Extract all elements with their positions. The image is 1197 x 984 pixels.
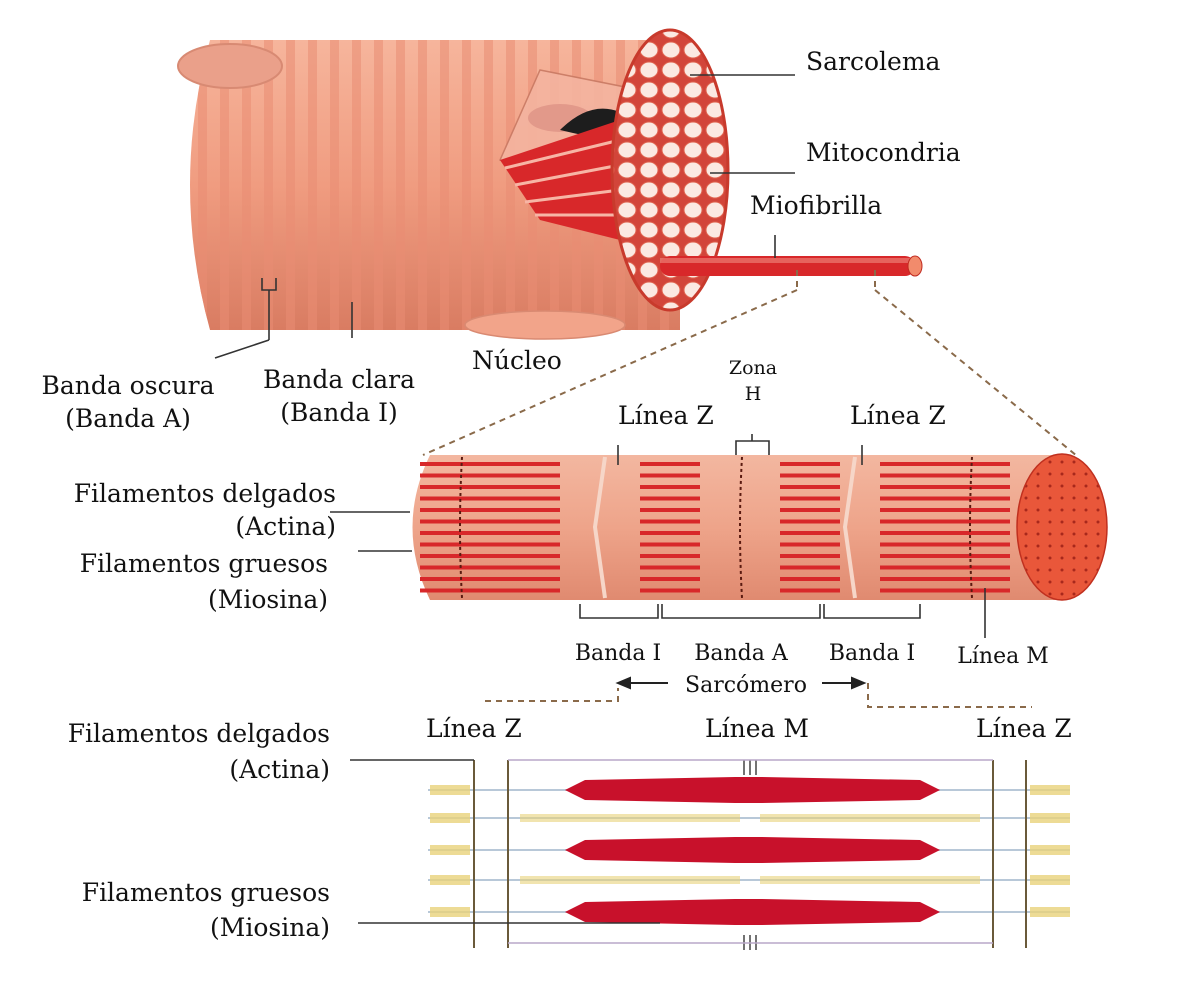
label-linea-m-mid: Línea M (948, 643, 1058, 671)
myofibril-striation (640, 543, 700, 547)
label-thin-filaments: Filamentos delgados (20, 478, 336, 509)
label-banda-oscura: Banda oscura (28, 370, 228, 401)
myofibril-striation (640, 462, 700, 466)
actin-segment (760, 876, 980, 884)
actin-segment (1030, 813, 1070, 823)
actin-segment (430, 907, 470, 917)
myofibril-striation (780, 485, 840, 489)
label-thick-filaments: Filamentos gruesos (20, 548, 328, 579)
myofibril-striation (420, 474, 560, 478)
label-linea-z-right: Línea Z (850, 400, 946, 431)
label-banda-i-right: Banda I (820, 640, 924, 668)
label-bottom-actina: (Actina) (20, 754, 330, 785)
actin-segment (760, 814, 980, 822)
actin-segment (1030, 785, 1070, 795)
label-bottom-linea-z-right: Línea Z (976, 713, 1072, 744)
myofibril-striation (640, 589, 700, 593)
label-zona: Zona (728, 357, 778, 381)
label-bottom-thick-filaments: Filamentos gruesos (20, 877, 330, 908)
myofibril-striation (780, 520, 840, 524)
label-nucleo: Núcleo (472, 345, 562, 376)
label-zona-h: H (728, 383, 778, 407)
myofibril-striation (640, 531, 700, 535)
label-mitocondria: Mitocondria (806, 137, 961, 168)
myofibril-striation (780, 577, 840, 581)
myofibril-striation (880, 577, 1010, 581)
myosin-filament (565, 777, 940, 803)
myofibril-striation (640, 508, 700, 512)
myofibril-striation (780, 474, 840, 478)
actin-segment (1030, 875, 1070, 885)
myosin-filament (565, 837, 940, 863)
label-sarcolema: Sarcolema (806, 46, 940, 77)
actin-segment (430, 813, 470, 823)
myofibril-striation (880, 554, 1010, 558)
label-miofibrilla: Miofibrilla (750, 190, 882, 221)
myofibril-striation (780, 589, 840, 593)
myofibril-striation (420, 566, 560, 570)
myofibril-striation (880, 589, 1010, 593)
myofibril-striation (880, 566, 1010, 570)
myofibril-striation (420, 508, 560, 512)
myofibril-striation (640, 554, 700, 558)
myofibril-striation (420, 520, 560, 524)
myofibril-striation (780, 462, 840, 466)
myofibril-striation (880, 508, 1010, 512)
label-miosina: (Miosina) (20, 584, 328, 615)
label-sarcomero: Sarcómero (676, 672, 816, 700)
label-bottom-thin-filaments: Filamentos delgados (20, 718, 330, 749)
myofibril-striation (880, 462, 1010, 466)
myofibril-striation (780, 554, 840, 558)
myofibril-striation (640, 497, 700, 501)
label-bottom-linea-z-left: Línea Z (426, 713, 522, 744)
myofibril-striation (780, 543, 840, 547)
myofibril-striation (420, 485, 560, 489)
myofibril-striation (880, 485, 1010, 489)
label-banda-i-left: Banda I (566, 640, 670, 668)
myofibril-striation (780, 508, 840, 512)
myofibril-striation (640, 474, 700, 478)
label-bottom-linea-m: Línea M (705, 713, 809, 744)
myofibril-striation (880, 531, 1010, 535)
myofibril-striation (420, 531, 560, 535)
myofibril-striation (780, 566, 840, 570)
actin-segment (1030, 845, 1070, 855)
myofibril-striation (880, 497, 1010, 501)
actin-segment (430, 845, 470, 855)
label-bottom-miosina: (Miosina) (20, 912, 330, 943)
myofibril-striation (880, 474, 1010, 478)
myofibril-striation (880, 520, 1010, 524)
myofibril-striation (420, 589, 560, 593)
myofibril-striation (640, 577, 700, 581)
myofibril-striation (640, 485, 700, 489)
myosin-filament (565, 899, 940, 925)
myofibril-striation (640, 566, 700, 570)
myofibril-striation (640, 520, 700, 524)
myofibril-striation (880, 543, 1010, 547)
label-banda-a: Banda A (686, 640, 796, 668)
label-banda-a-paren: (Banda A) (28, 403, 228, 434)
actin-segment (520, 876, 740, 884)
myofibril-striation (420, 543, 560, 547)
myofibril-striation (420, 497, 560, 501)
actin-segment (1030, 907, 1070, 917)
sarcomere (428, 760, 1070, 950)
myofibril-striation (420, 577, 560, 581)
label-banda-i-paren: (Banda I) (260, 397, 418, 428)
actin-segment (520, 814, 740, 822)
label-actina: (Actina) (20, 511, 336, 542)
myofibril-striation (780, 531, 840, 535)
label-banda-clara: Banda clara (260, 364, 418, 395)
myofibril-striation (420, 554, 560, 558)
label-linea-z-left: Línea Z (618, 400, 714, 431)
myofibril (413, 454, 1108, 600)
actin-segment (430, 785, 470, 795)
myofibril-striation (420, 462, 560, 466)
actin-segment (430, 875, 470, 885)
myofibril-striation (780, 497, 840, 501)
